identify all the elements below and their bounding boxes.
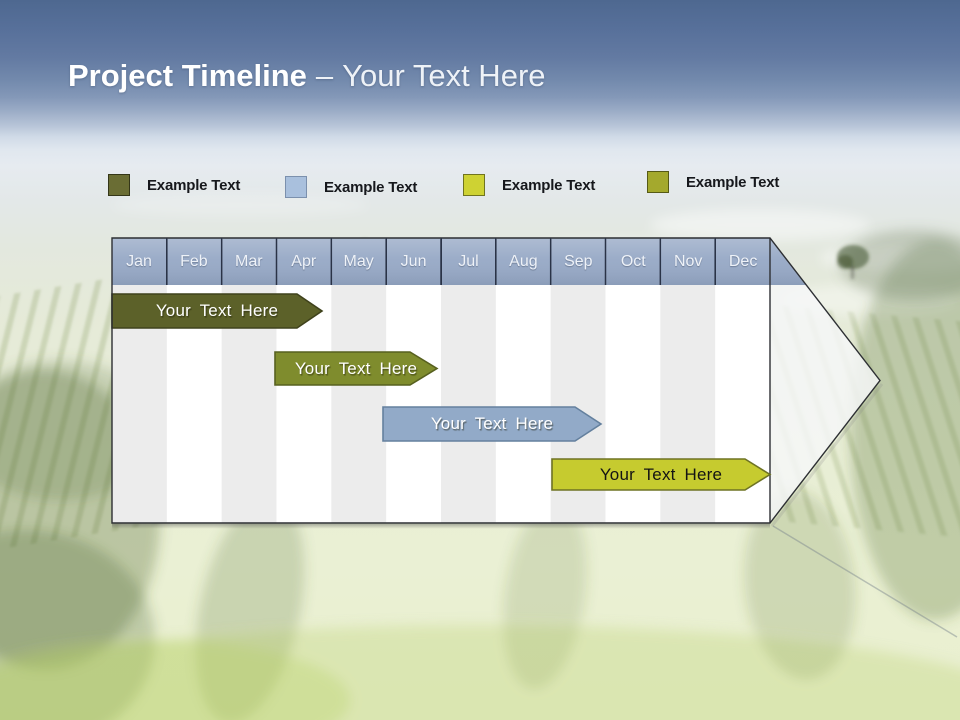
timeline-bars bbox=[111, 293, 772, 491]
month-cell-sep: Sep bbox=[551, 238, 607, 285]
month-cell-mar: Mar bbox=[222, 238, 277, 285]
chart-drop-shadow bbox=[112, 523, 770, 529]
timeline-bar-2 bbox=[274, 351, 439, 386]
month-cell-aug: Aug bbox=[496, 238, 552, 285]
month-cell-dec: Dec bbox=[728, 253, 758, 270]
title-separator: – bbox=[315, 58, 334, 93]
month-cell-nov: Nov bbox=[661, 238, 717, 285]
month-cell-jul: Jul bbox=[442, 238, 497, 285]
legend-item-4: Example Text bbox=[647, 171, 779, 193]
month-cell-jan: Jan bbox=[112, 238, 167, 285]
legend-label-2: Example Text bbox=[324, 178, 418, 196]
legend-item-2: Example Text bbox=[285, 176, 417, 198]
slide-title: Project Timeline–Your Text Here bbox=[68, 58, 546, 94]
column-stripe bbox=[331, 285, 387, 523]
column-stripe bbox=[495, 285, 552, 523]
timeline-chart bbox=[111, 237, 884, 529]
timeline-bar-label-1: Your Text Here bbox=[155, 301, 279, 320]
legend-item-3: Example Text bbox=[463, 174, 595, 196]
vineyard-fence-line bbox=[772, 525, 958, 638]
tip-drop-shadow bbox=[770, 383, 884, 527]
timeline-bar-4 bbox=[551, 458, 772, 491]
legend-swatch-4 bbox=[647, 171, 669, 193]
timeline-bar-3 bbox=[382, 406, 603, 442]
month-cell-feb: Feb bbox=[167, 238, 222, 285]
legend-label-4: Example Text bbox=[686, 173, 780, 191]
month-cell-jun: Jun bbox=[387, 238, 442, 285]
column-stripe bbox=[441, 285, 497, 523]
timeline-bar-label-3: Your Text Here bbox=[430, 414, 554, 433]
legend-swatch-2 bbox=[285, 176, 307, 198]
legend-label-1: Example Text bbox=[147, 176, 241, 194]
month-cell-apr: Apr bbox=[277, 238, 332, 285]
legend-swatch-3 bbox=[463, 174, 485, 196]
timeline-bar-label-4: Your Text Here bbox=[599, 465, 723, 484]
horizon-tree bbox=[837, 245, 869, 279]
timeline-bar-label-2: Your Text Here bbox=[294, 359, 418, 378]
legend-item-1: Example Text bbox=[108, 174, 240, 196]
legend-label-3: Example Text bbox=[502, 176, 596, 194]
column-stripe bbox=[386, 285, 442, 523]
month-cell-may: May bbox=[332, 238, 387, 285]
month-cell-oct: Oct bbox=[606, 238, 662, 285]
legend-swatch-1 bbox=[108, 174, 130, 196]
title-secondary: Your Text Here bbox=[342, 58, 546, 93]
title-primary: Project Timeline bbox=[68, 58, 307, 93]
month-header-sheen bbox=[112, 238, 807, 285]
